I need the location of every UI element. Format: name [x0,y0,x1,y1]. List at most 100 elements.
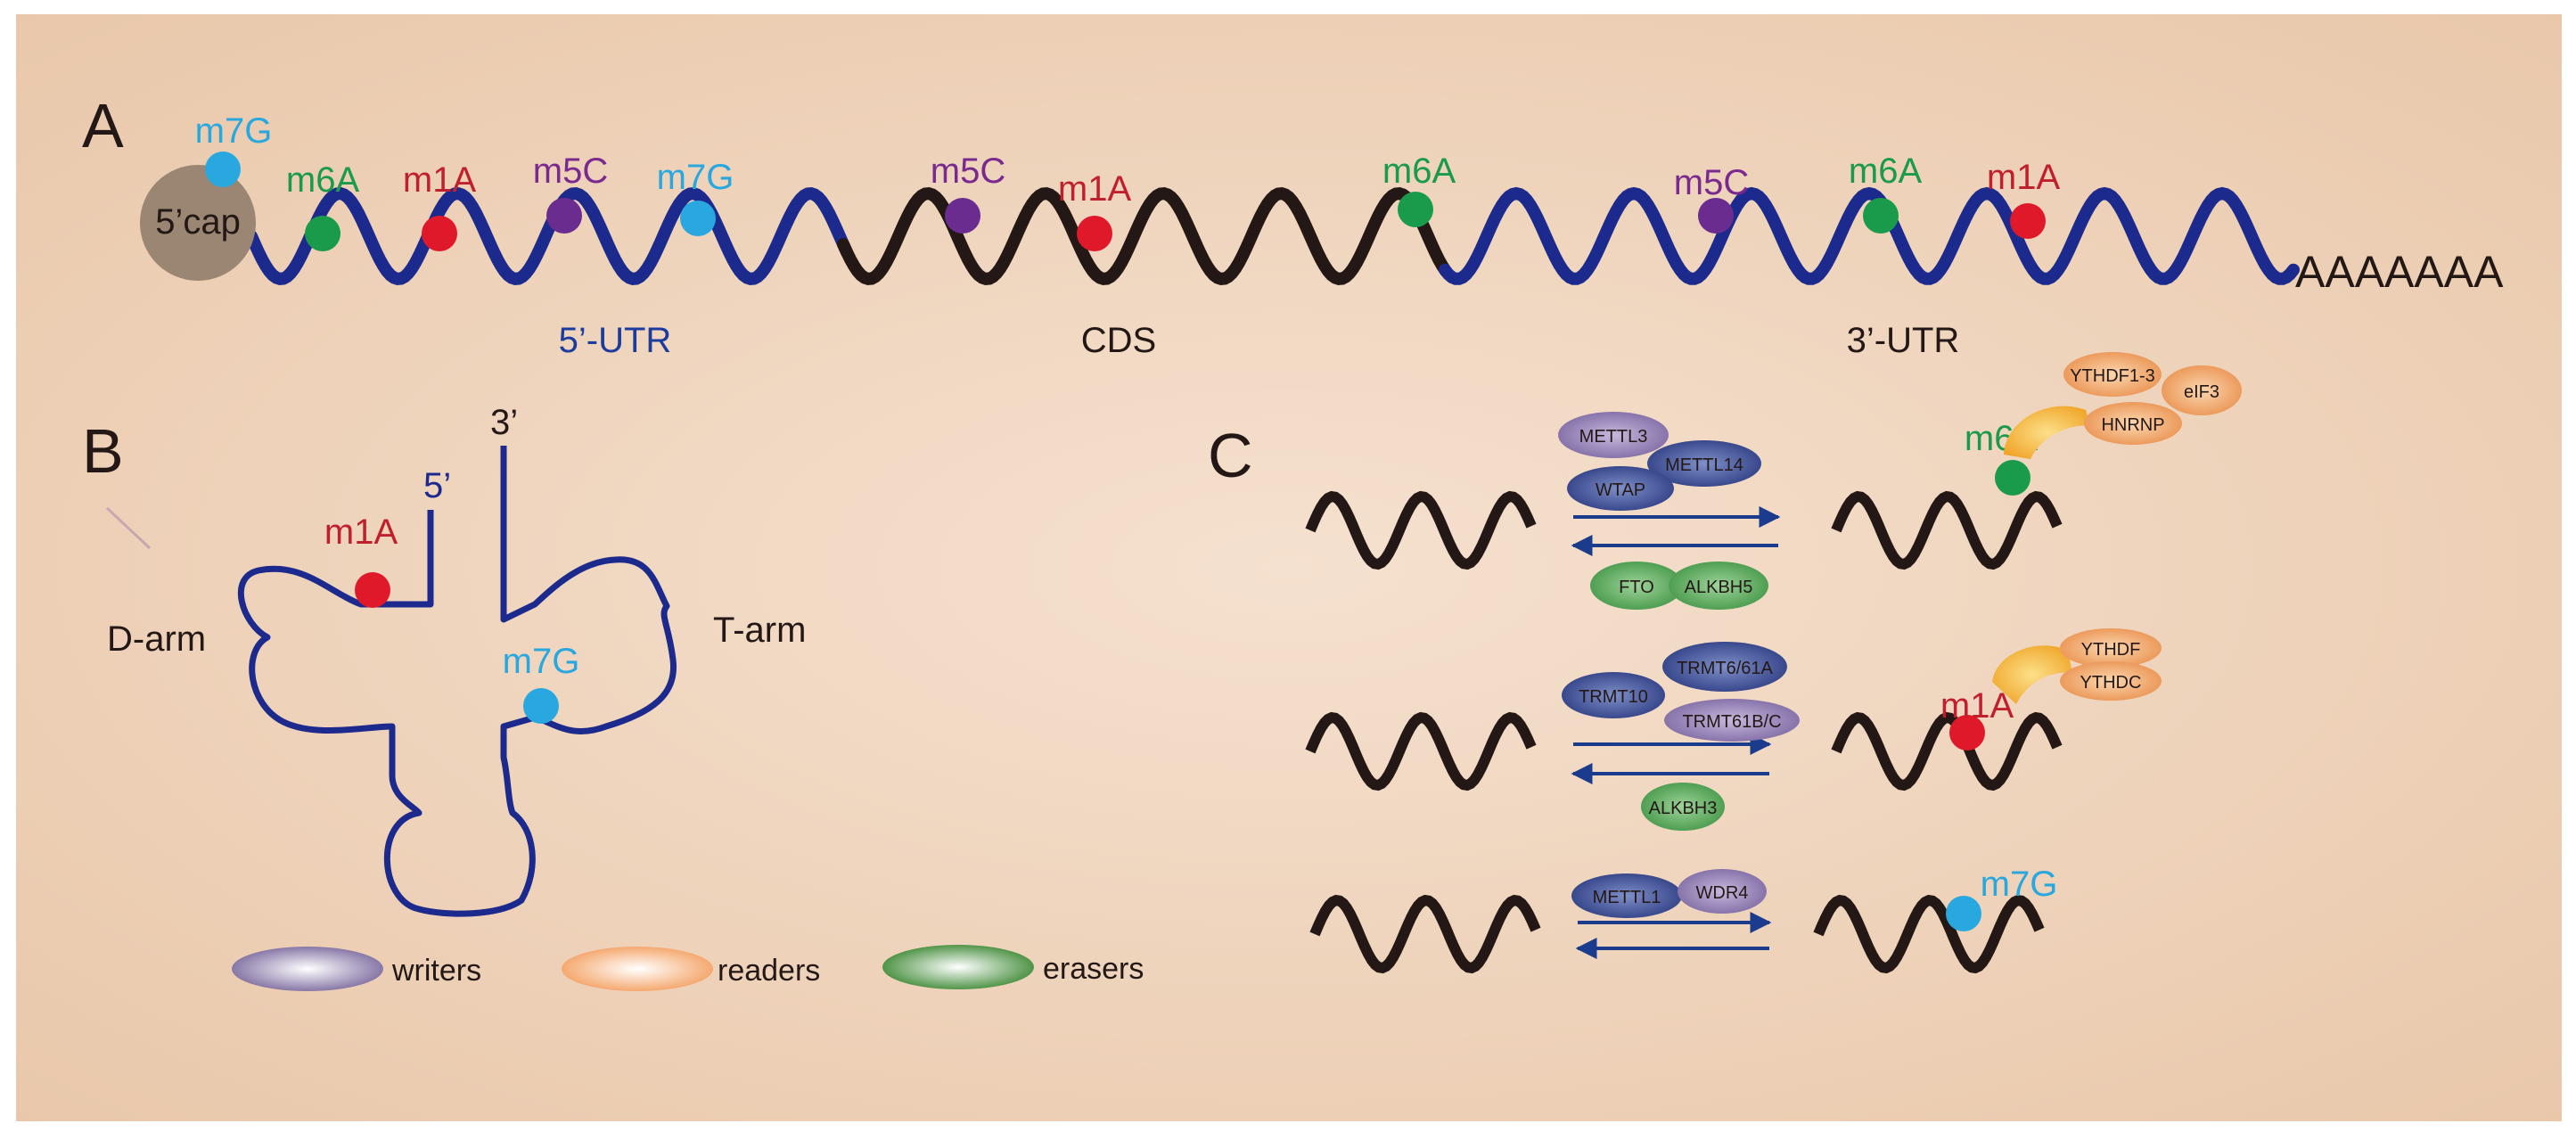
cap-label: 5’cap [155,202,241,242]
d-arm-label: D-arm [107,619,206,659]
poly-a-tail: AAAAAAA [2295,247,2504,297]
eraser-fto [1590,562,1683,610]
region-label-5utr: 5’-UTR [559,321,672,360]
panel-a-mrna: 5’cap m7G m6A m1A m5C m7G m5C m1A m6A m5… [140,111,2504,360]
trna-cloverleaf [237,446,677,917]
row1-modified-rna [1831,490,2063,570]
row2-mark-m1a-label: m1A [1940,686,2014,726]
t-arm-label: T-arm [713,611,806,650]
label-m6a-1: m6A [286,160,360,200]
trna-mark-m7g [523,688,559,724]
writer-trmt10-label: TRMT10 [1579,687,1648,707]
row3-unmodified-rna [1309,894,1541,974]
panel-label-b: B [82,416,124,486]
cds-strand [837,186,1452,286]
label-m1a-1: m1A [403,160,477,200]
row2-mark-m1a [1949,715,1985,750]
legend-label-erasers: erasers [1043,952,1144,986]
eraser-fto-label: FTO [1619,578,1654,597]
reader-ythdc-label: YTHDC [2080,673,2142,693]
reader-binding-pocket-m1a [1992,645,2072,704]
panel-c-regulators: METTL3 METTL14 WTAP FTO ALKBH5 m6A YTHDF… [1305,352,2242,974]
writer-mettl3-label: METTL3 [1579,427,1648,447]
label-m6a-3: m6A [1849,152,1923,191]
legend-label-writers: writers [391,954,481,988]
reader-ythdc [2060,661,2162,701]
mark-m5c-1 [546,198,582,234]
label-m5c-1: m5C [533,152,608,191]
writer-mettl1 [1571,873,1682,918]
label-m6a-2: m6A [1382,152,1456,191]
row2-unmodified-rna [1305,711,1537,791]
label-m1a-2: m1A [1058,169,1132,209]
mark-m7g-cap [205,152,241,187]
label-m5c-3: m5C [1674,163,1749,202]
mark-m5c-2 [945,198,980,234]
reader-ythdf1-3-label: YTHDF1-3 [2070,366,2155,386]
row3-mark-m7g-label: m7G [1981,865,2058,904]
eraser-alkbh5-label: ALKBH5 [1685,578,1753,597]
reader-binding-pocket-m6a [2004,406,2090,459]
writer-wtap [1567,466,1674,511]
region-label-cds: CDS [1081,321,1156,360]
mark-m1a-1 [422,216,457,251]
legend-swatch-readers [562,947,713,991]
mark-m7g-2 [680,201,716,236]
reader-eif3-label: eIF3 [2184,382,2219,402]
writer-trmt10 [1562,672,1665,718]
reader-ythdf [2060,628,2162,668]
row3-modified-rna [1813,894,2045,974]
mark-m1a-2 [1077,216,1112,251]
reader-hnrnp-label: HNRNP [2101,415,2164,435]
reader-ythdf1-3 [2063,352,2162,397]
trna-5-prime: 5’ [423,466,451,505]
reader-eif3 [2162,365,2242,415]
region-label-3utr: 3’-UTR [1847,321,1960,360]
panel-label-a: A [82,91,124,160]
five-utr-strand [245,186,853,286]
mark-m1a-3 [2010,203,2046,239]
row1-mark-m6a [1995,460,2030,496]
writer-mettl3 [1558,412,1669,458]
mark-m6a-2 [1398,192,1433,227]
writer-trmt6-61a-label: TRMT6/61A [1677,659,1773,678]
legend: writers readers erasers [232,945,1144,991]
five-prime-cap [140,165,256,281]
writer-mettl14 [1647,440,1761,487]
legend-swatch-erasers [882,945,1034,989]
label-m7g-cap: m7G [195,111,273,151]
legend-label-readers: readers [718,954,820,988]
trna-label-m7g: m7G [503,642,580,681]
row3-mark-m7g [1946,896,1981,931]
row2-modified-rna [1831,711,2063,791]
mark-m6a-1 [305,216,340,251]
reader-ythdf-label: YTHDF [2081,640,2141,660]
three-utr-strand [1439,186,2300,285]
eraser-alkbh5 [1669,562,1768,610]
mark-m5c-3 [1698,198,1734,234]
writer-mettl1-label: METTL1 [1593,888,1661,907]
writer-wdr4-label: WDR4 [1696,883,1749,903]
label-m1a-3: m1A [1987,158,2061,197]
panel-label-c: C [1208,421,1253,490]
eraser-alkbh3 [1641,783,1725,831]
panel-b-trna: 5’ 3’ m1A m7G D-arm T-arm [105,403,806,917]
legend-swatch-writers [232,947,383,991]
label-m5c-2: m5C [931,152,1005,191]
mark-m6a-3 [1863,198,1899,234]
eraser-alkbh3-label: ALKBH3 [1649,799,1718,818]
row1-unmodified-rna [1305,490,1537,570]
trna-label-m1a: m1A [324,513,398,552]
writer-trmt61b-c [1664,699,1800,742]
reader-hnrnp [2084,402,2182,445]
label-m7g-2: m7G [657,158,734,197]
writer-wtap-label: WTAP [1596,480,1645,500]
writer-trmt6-61a [1662,642,1787,692]
writer-mettl14-label: METTL14 [1665,455,1743,475]
writer-wdr4 [1678,869,1767,914]
trna-3-prime: 3’ [490,403,518,442]
stray-line [105,506,152,550]
writer-trmt61b-c-label: TRMT61B/C [1682,712,1781,732]
